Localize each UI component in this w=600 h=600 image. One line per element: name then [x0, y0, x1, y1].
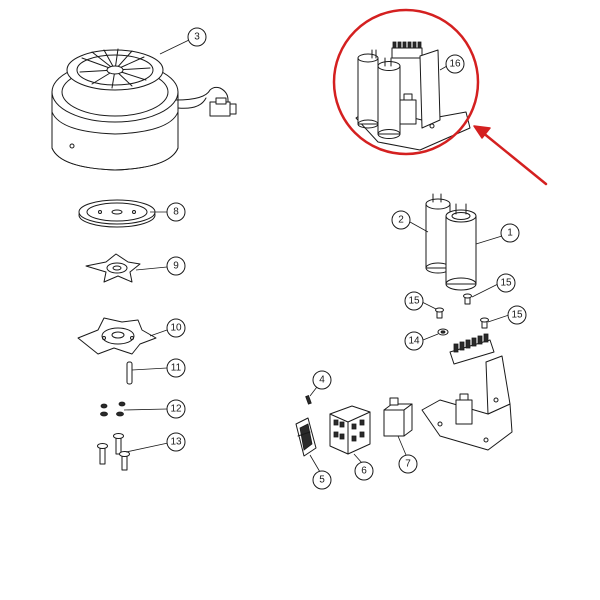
callout-15-right-label: 15	[511, 310, 523, 321]
callout-5-label: 5	[319, 475, 325, 486]
callout-15-right: 15	[507, 305, 527, 325]
part-8-mounting-disc	[78, 199, 156, 228]
leader-lines	[123, 39, 510, 473]
callout-6: 6	[354, 461, 374, 481]
part-12-washers	[100, 401, 126, 417]
part-13-bolts	[97, 433, 130, 471]
callout-5: 5	[312, 470, 332, 490]
callout-8: 8	[166, 202, 186, 222]
callout-8-label: 8	[173, 207, 179, 218]
callout-12-label: 12	[170, 404, 182, 415]
callout-4: 4	[312, 370, 332, 390]
callout-3: 3	[187, 27, 207, 47]
callout-6-label: 6	[361, 466, 367, 477]
callout-14: 14	[404, 331, 424, 351]
mounting-bracket	[421, 333, 513, 451]
callout-9: 9	[166, 256, 186, 276]
callout-1-label: 1	[507, 228, 513, 239]
part-11-pin	[126, 361, 133, 385]
part-6-contactor	[329, 405, 371, 455]
callout-2: 2	[391, 210, 411, 230]
callout-16: 16	[445, 54, 465, 74]
part-5-terminal-block	[295, 417, 317, 457]
part-10-star-plate	[77, 317, 157, 355]
callout-1: 1	[500, 223, 520, 243]
callout-15-left-label: 15	[408, 296, 420, 307]
highlight-arrow	[473, 125, 548, 186]
callout-3-label: 3	[194, 32, 200, 43]
callout-13-label: 13	[170, 437, 182, 448]
callout-15-left: 15	[404, 291, 424, 311]
callout-14-label: 14	[408, 336, 420, 347]
callout-11-label: 11	[171, 363, 182, 374]
part-14-washer	[437, 328, 449, 336]
callout-4-label: 4	[319, 375, 325, 386]
callout-10: 10	[166, 318, 186, 338]
part-4-pin	[305, 395, 312, 405]
part-15-screws	[435, 293, 489, 329]
callout-7: 7	[398, 454, 418, 474]
part-9-star-plate	[85, 253, 141, 283]
callout-10-label: 10	[170, 323, 182, 334]
callout-12: 12	[166, 399, 186, 419]
callout-13: 13	[166, 432, 186, 452]
part-16-capacitor-assembly	[355, 41, 471, 151]
callout-15-top-label: 15	[500, 278, 512, 289]
callout-7-label: 7	[405, 459, 411, 470]
part-7-relay	[383, 397, 413, 437]
part-3-blower-motor	[51, 48, 237, 171]
part-1-capacitor	[445, 203, 477, 291]
callout-16-label: 16	[449, 59, 461, 70]
callout-2-label: 2	[398, 215, 404, 226]
callout-15-top: 15	[496, 273, 516, 293]
callout-11: 11	[166, 358, 186, 378]
callout-9-label: 9	[173, 261, 179, 272]
highlight-circle	[332, 8, 480, 156]
